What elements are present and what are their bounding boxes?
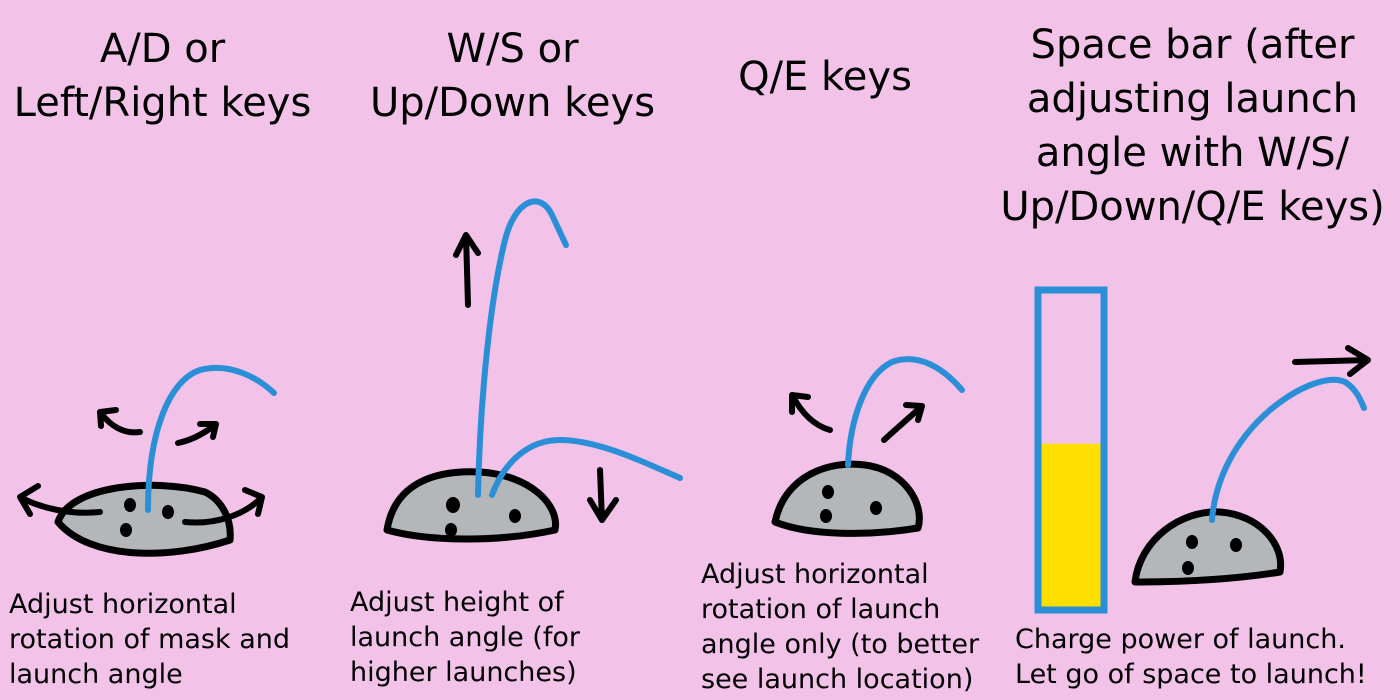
mound-2: [383, 468, 559, 543]
arrow-up-icon: [453, 232, 481, 308]
power-meter-frame: [1034, 286, 1108, 614]
panel-4-title: Space bar (after adjusting launch angle …: [1000, 22, 1385, 230]
mound-4: [1131, 508, 1285, 586]
panel-2-description: Adjust height of launch angle (for highe…: [350, 587, 580, 688]
mound-2-hole: [445, 523, 457, 537]
mound-1-hole: [124, 498, 136, 512]
panel-1-title: A/D or Left/Right keys: [13, 26, 312, 126]
arrow-up-left-icon: [97, 407, 143, 436]
mound-2-hole: [446, 497, 460, 513]
panel-3-description: Adjust horizontal rotation of launch ang…: [701, 559, 980, 695]
mound-4-hole: [1182, 561, 1194, 575]
mound-4-hole: [1186, 535, 1198, 549]
arrow-down-icon: [587, 467, 619, 523]
arrow-right-icon: [1292, 345, 1371, 377]
mound-3-hole: [822, 485, 834, 499]
mound-3: [771, 460, 923, 537]
mound-3-hole: [870, 501, 882, 515]
arrow-up-right-icon: [175, 421, 219, 446]
trajectory-low: [489, 436, 683, 498]
mound-4-hole: [1230, 538, 1242, 552]
panel-1-description: Adjust horizontal rotation of mask and l…: [9, 589, 290, 690]
trajectory-high: [475, 198, 569, 498]
panel-4-illustration: [1034, 286, 1371, 614]
mound-3-hole: [820, 509, 832, 523]
panel-2-title: W/S or Up/Down keys: [369, 26, 656, 126]
trajectory-4: [1209, 376, 1367, 523]
curved-arrow-left-icon: [17, 483, 103, 517]
panel-3-illustration: [771, 356, 965, 537]
panel-1-illustration: [17, 364, 277, 557]
mound-2-hole: [509, 509, 521, 523]
mound-1-hole: [120, 523, 132, 537]
mound-1-hole: [162, 505, 174, 519]
panel-2-illustration: [383, 198, 683, 543]
arrow-up-right-icon: [881, 402, 925, 443]
trajectory-1: [145, 364, 277, 513]
mound-1: [54, 481, 234, 557]
power-meter-fill: [1041, 443, 1101, 607]
curved-arrow-right-icon: [182, 487, 265, 526]
arrow-up-left-icon: [789, 392, 833, 433]
panel-3-title: Q/E keys: [738, 54, 912, 100]
trajectory-3: [845, 356, 965, 468]
panel-4-description: Charge power of launch. Let go of space …: [1015, 624, 1367, 690]
